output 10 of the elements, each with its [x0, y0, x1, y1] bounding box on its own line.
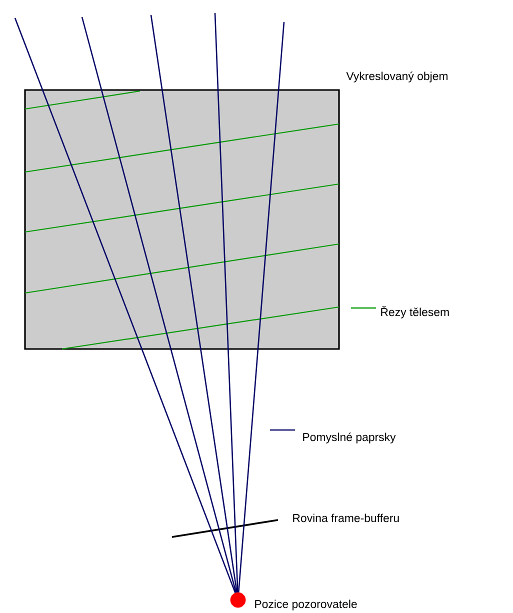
legend-label: Pomyslné paprsky	[303, 432, 396, 444]
ray-line	[14, 18, 236, 594]
ray-line	[214, 12, 238, 592]
observer-label: Pozice pozorovatele	[255, 600, 357, 610]
ray-line	[81, 16, 237, 593]
legend-label: Řezy tělesem	[381, 306, 449, 318]
ray-line	[238, 22, 285, 592]
volume-heading: Vykreslovaný objem	[346, 72, 448, 82]
plane-label: Rovina frame-bufferu	[293, 514, 399, 522]
ray-line	[150, 14, 238, 592]
